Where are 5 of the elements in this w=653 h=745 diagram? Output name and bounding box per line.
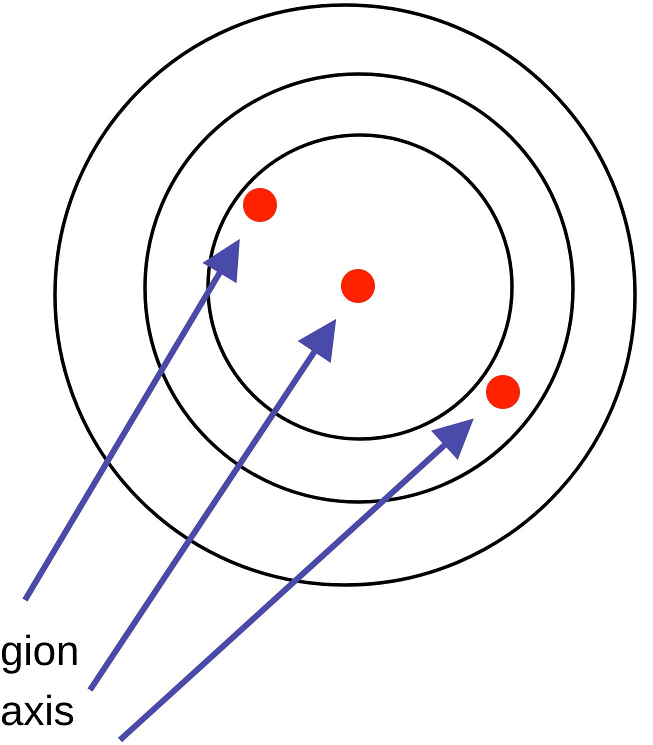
- label: gion: [2, 634, 77, 674]
- dot: [486, 375, 520, 409]
- dot: [243, 188, 277, 222]
- label: axis: [2, 694, 74, 726]
- dot: [341, 269, 375, 303]
